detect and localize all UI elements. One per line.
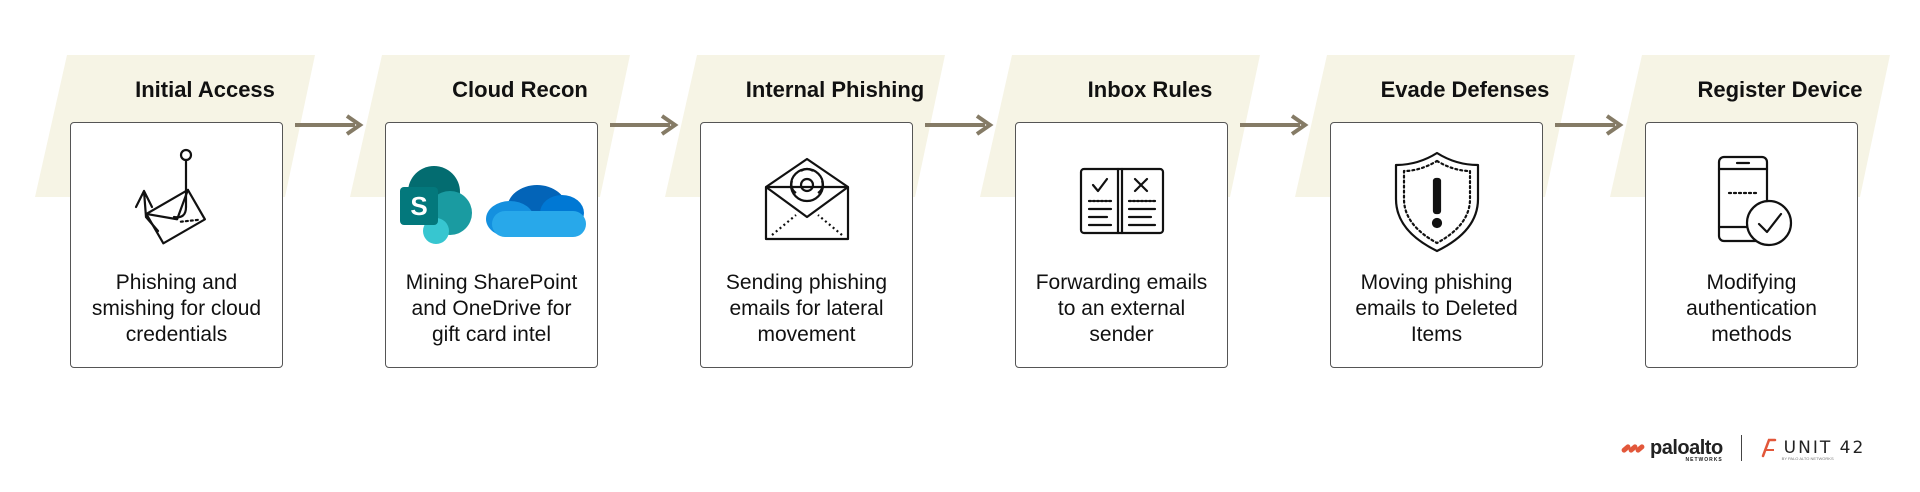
description-line: emails for lateral: [729, 297, 884, 320]
description-line: to an external: [1057, 297, 1186, 320]
description-line: authentication: [1686, 297, 1817, 320]
flow-arrow: [610, 114, 679, 136]
unit42-wordmark: UNIT 42: [1783, 438, 1866, 458]
stage-description: Moving phishing emails to Deleted Items: [1341, 270, 1532, 348]
stage-box: Modifying authentication methods: [1645, 122, 1858, 368]
stage-description: Forwarding emails to an external sender: [1026, 270, 1217, 348]
description-line: Modifying: [1706, 271, 1797, 294]
stage-title: Inbox Rules: [1087, 77, 1213, 102]
stage-title: Register Device: [1697, 77, 1863, 102]
stage-box: Moving phishing emails to Deleted Items: [1330, 122, 1543, 368]
stage-evade-defenses: Evade Defenses Moving phishing emails to…: [1295, 55, 1585, 375]
stage-description: Mining SharePoint and OneDrive for gift …: [396, 270, 587, 348]
phone-check-icon: [1646, 147, 1857, 257]
footer-logos: paloalto NETWORKS UNIT 42 BY PALO ALTO N…: [1620, 430, 1880, 466]
stage-description: Sending phishing emails for lateral move…: [711, 270, 902, 348]
stage-register-device: Register Device Modifying authentication…: [1610, 55, 1900, 375]
rules-book-icon: [1016, 147, 1227, 257]
stage-cloud-recon: Cloud Recon S: [350, 55, 640, 375]
description-line: Mining SharePoint: [405, 271, 578, 294]
paloalto-logo: paloalto NETWORKS: [1620, 436, 1723, 463]
paloalto-wordmark: paloalto NETWORKS: [1650, 436, 1723, 463]
flow-arrow: [1555, 114, 1624, 136]
stage-title: Cloud Recon: [452, 77, 588, 102]
unit42-subtitle: BY PALO ALTO NETWORKS: [1781, 456, 1834, 461]
description-line: smishing for cloud: [91, 297, 262, 320]
shield-warning-icon: [1331, 147, 1542, 257]
brand-separator: [1740, 435, 1742, 461]
unit42-mark-icon: [1761, 438, 1776, 458]
unit42-logo: UNIT 42 BY PALO ALTO NETWORKS: [1760, 438, 1866, 461]
description-line: Moving phishing: [1360, 271, 1513, 294]
description-line: methods: [1711, 323, 1792, 346]
flow-arrow: [295, 114, 364, 136]
stage-box: Forwarding emails to an external sender: [1015, 122, 1228, 368]
sharepoint-onedrive-icon: S: [386, 147, 597, 257]
onedrive-icon: [485, 185, 586, 237]
biohazard-envelope-icon: [701, 147, 912, 257]
description-line: movement: [757, 323, 856, 346]
description-line: Forwarding emails: [1035, 271, 1208, 294]
flow-arrow: [1240, 114, 1309, 136]
stage-inbox-rules: Inbox Rules: [980, 55, 1270, 375]
svg-text:S: S: [410, 191, 427, 221]
description-line: Phishing and: [115, 271, 238, 294]
flow-arrow: [925, 114, 994, 136]
sharepoint-icon: S: [399, 166, 472, 244]
stage-title: Initial Access: [135, 77, 275, 102]
stage-box: Phishing and smishing for cloud credenti…: [70, 122, 283, 368]
description-line: credentials: [125, 323, 228, 346]
stage-internal-phishing: Internal Phishing Sending phishing: [665, 55, 955, 375]
stage-title: Internal Phishing: [745, 77, 925, 102]
description-line: gift card intel: [431, 323, 552, 346]
description-line: Sending phishing: [725, 271, 888, 294]
stage-description: Phishing and smishing for cloud credenti…: [81, 270, 272, 348]
description-line: sender: [1089, 323, 1154, 346]
paloalto-mark-icon: [1621, 444, 1645, 453]
description-line: Items: [1410, 323, 1463, 346]
phishing-hook-envelope-icon: [71, 147, 282, 257]
description-line: and OneDrive for: [411, 297, 572, 320]
stage-description: Modifying authentication methods: [1656, 270, 1847, 348]
stage-box: S Mining SharePoint and OneDrive for gif…: [385, 122, 598, 368]
stage-title: Evade Defenses: [1380, 77, 1550, 102]
description-line: emails to Deleted: [1355, 297, 1518, 320]
stage-box: Sending phishing emails for lateral move…: [700, 122, 913, 368]
stage-initial-access: Initial Access Phishing and smishin: [35, 55, 325, 375]
